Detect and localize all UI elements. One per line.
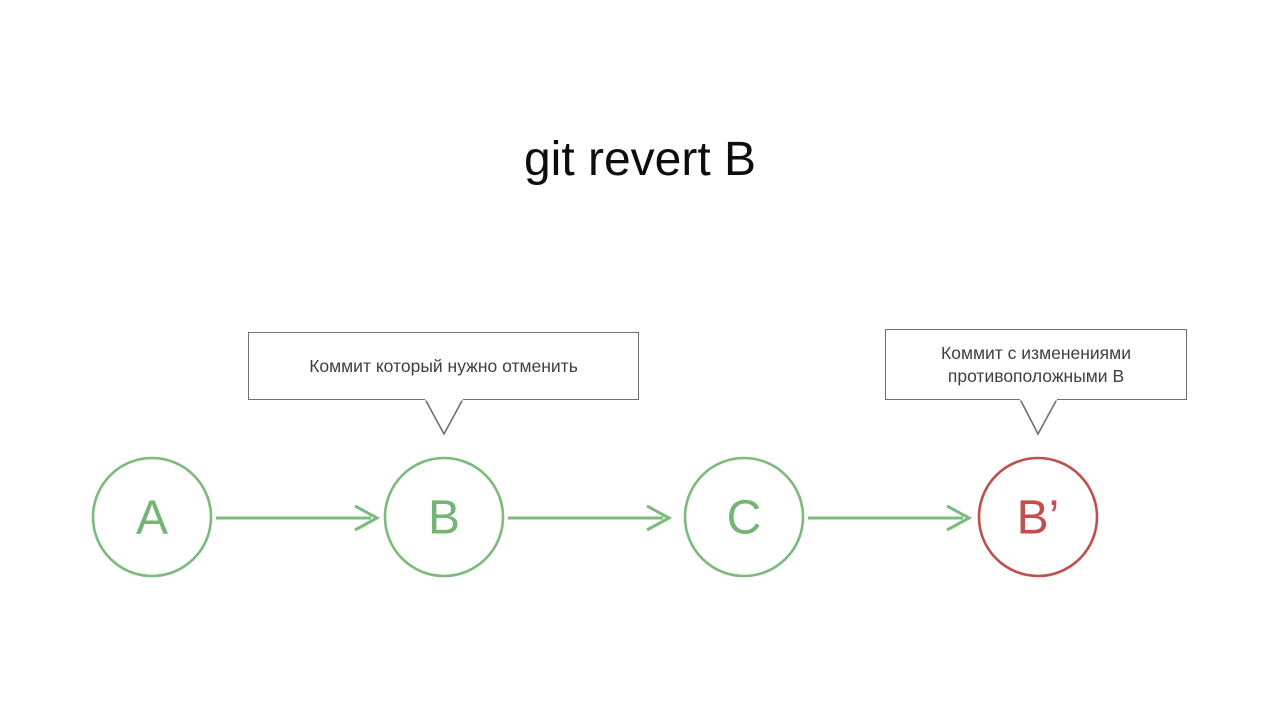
edge-c-to-bprime [808, 504, 973, 532]
arrowhead-icon [946, 504, 973, 532]
commit-label: B’ [1017, 492, 1060, 545]
commit-circle [683, 456, 805, 578]
commit-circle [91, 456, 213, 578]
arrowhead-icon [646, 504, 673, 532]
commit-circle [977, 456, 1099, 578]
commit-node-b-prime[interactable]: B’ [977, 456, 1099, 578]
callout-commit-to-revert[interactable]: Коммит который нужно отменить [248, 332, 639, 400]
callout-text: Коммит который нужно отменить [309, 355, 578, 376]
commit-label: B [428, 492, 460, 545]
edge-b-to-c [508, 504, 673, 532]
commit-label: C [727, 492, 762, 545]
commit-label: A [136, 492, 168, 545]
commit-node-a[interactable]: A [91, 456, 213, 578]
page-title: git revert B [523, 133, 757, 186]
commit-node-c[interactable]: C [683, 456, 805, 578]
callout-opposite-changes[interactable]: Коммит с изменениями противоположными B [885, 329, 1187, 400]
commit-circle [383, 456, 505, 578]
callout-text: Коммит с изменениями противоположными B [941, 343, 1131, 386]
edge-a-to-b [216, 504, 381, 532]
commit-node-b[interactable]: B [383, 456, 505, 578]
arrowhead-icon [354, 504, 381, 532]
